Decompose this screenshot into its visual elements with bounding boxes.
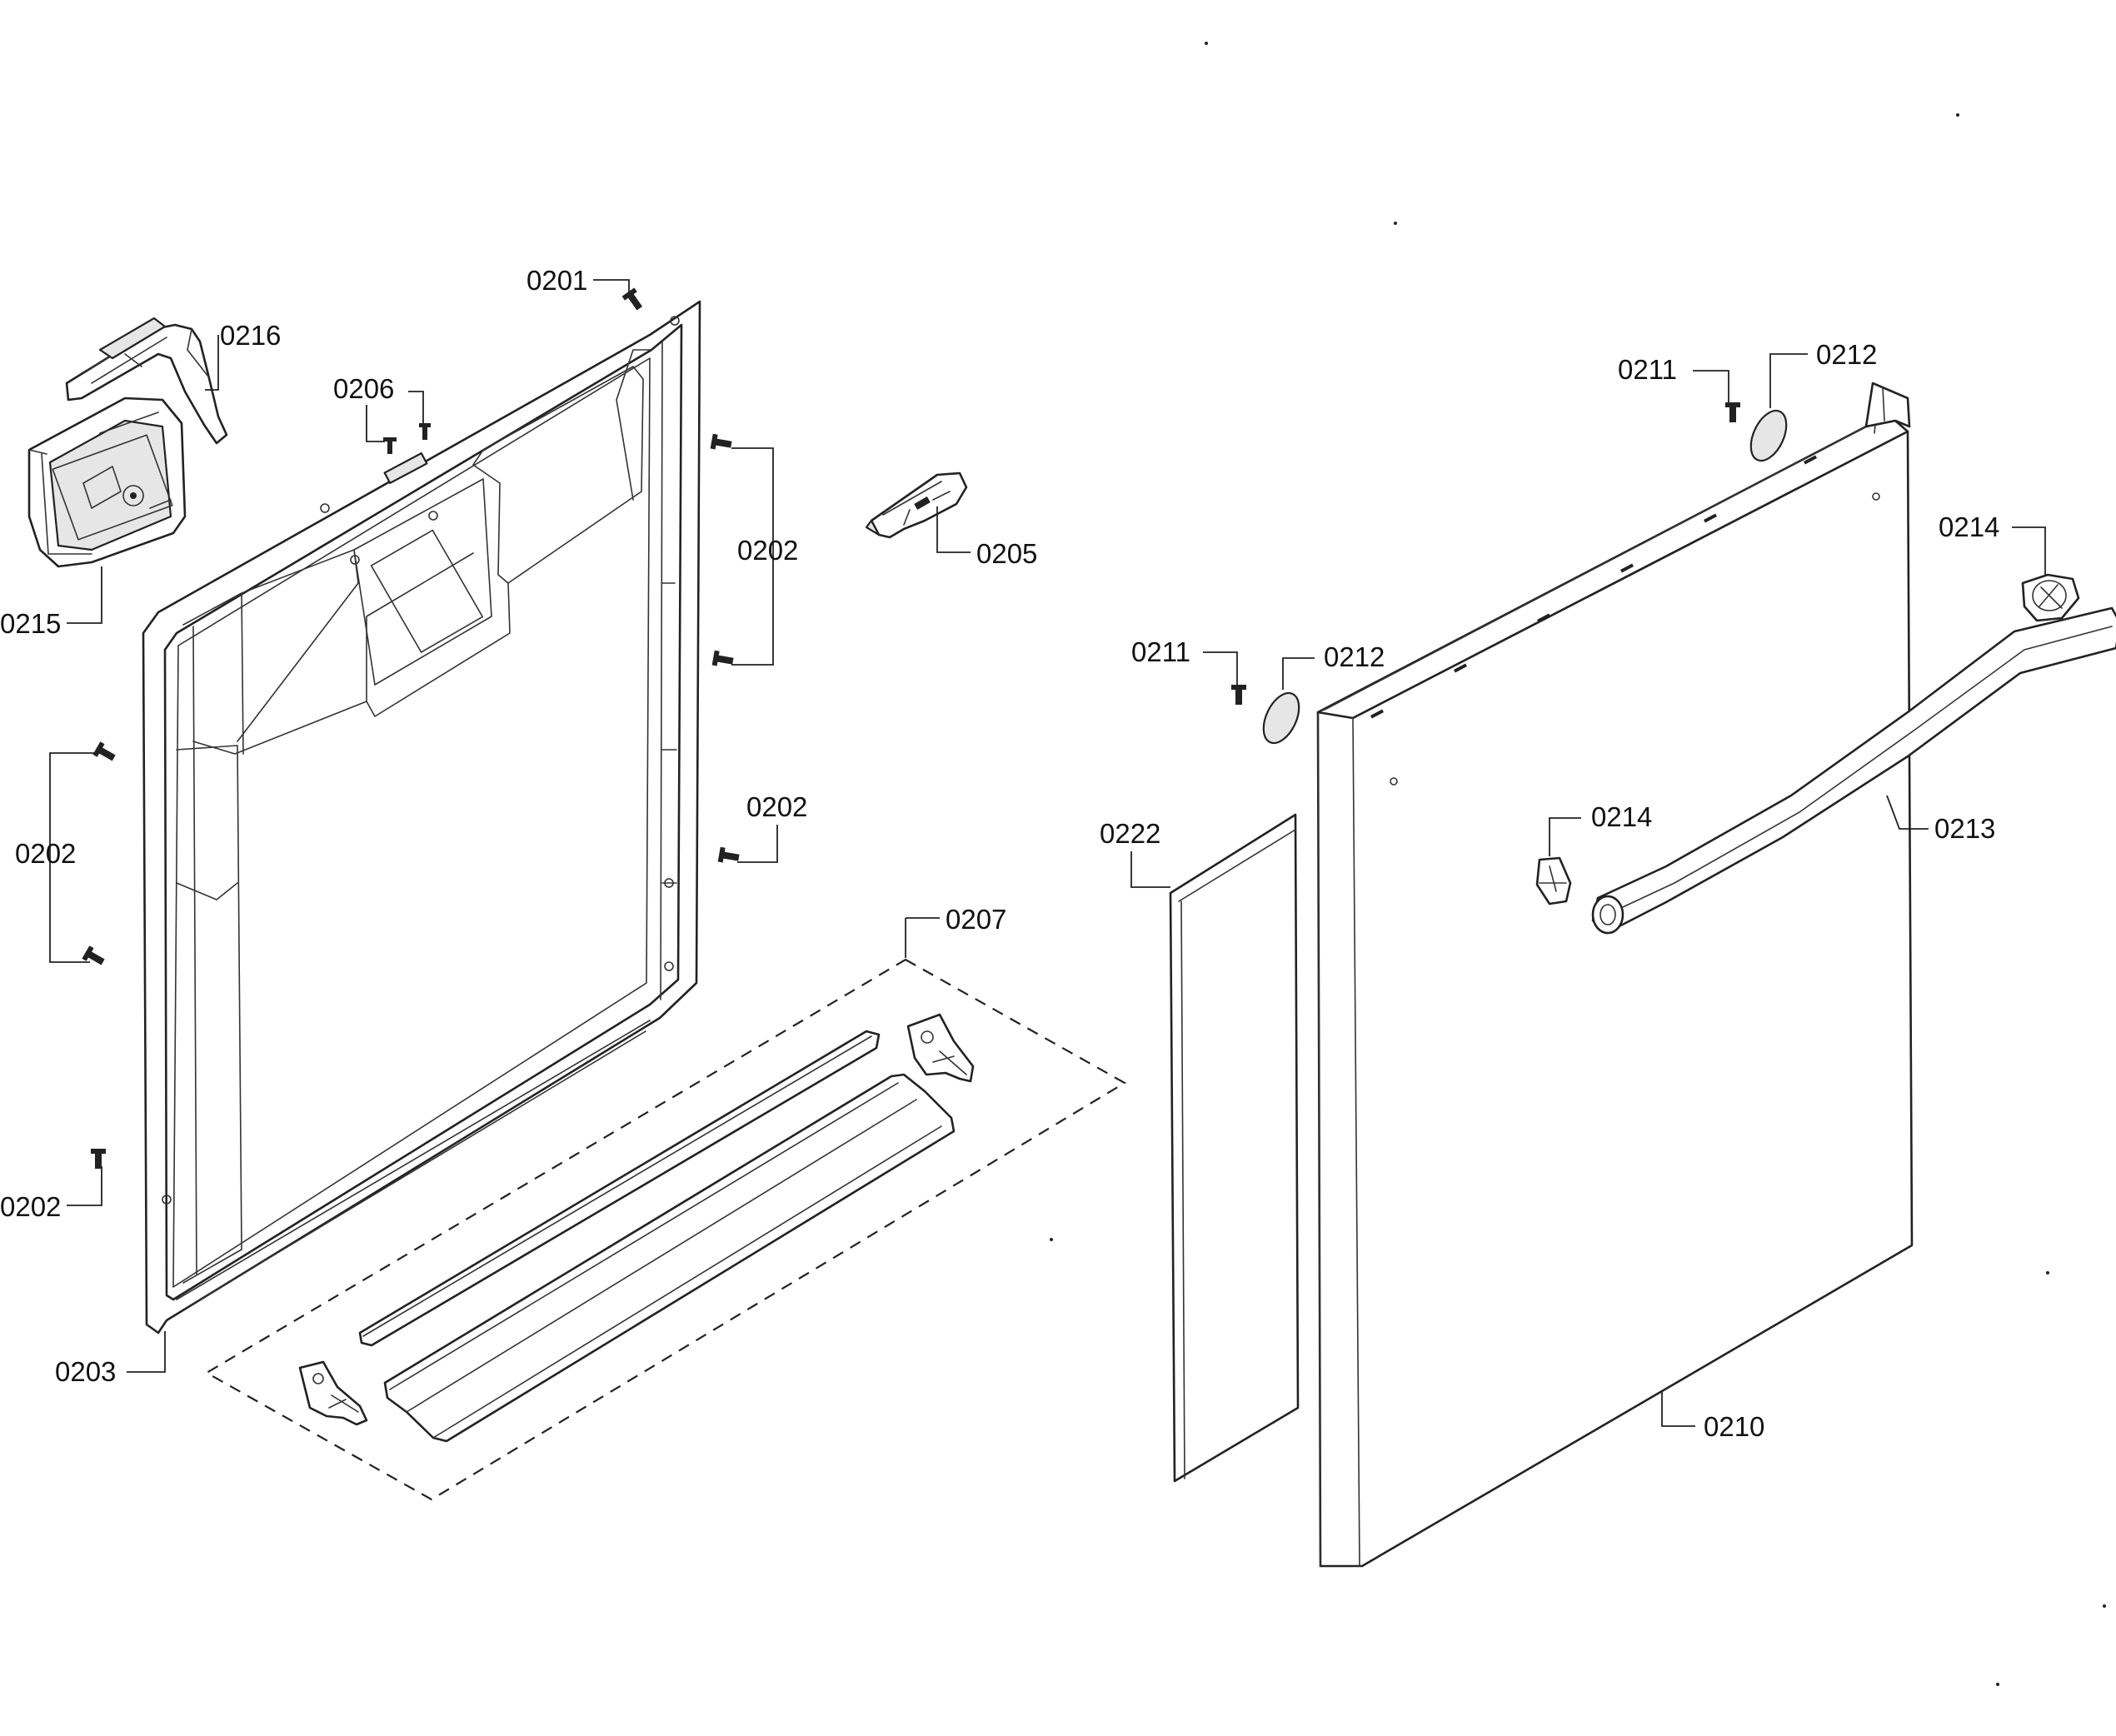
label-0215: 0215 — [0, 608, 61, 639]
part-labels: 0201 0216 0206 0202 0205 0215 0202 0202 … — [0, 265, 1999, 1442]
label-0202-a: 0202 — [737, 535, 798, 566]
label-0203: 0203 — [55, 1356, 116, 1387]
label-0207: 0207 — [946, 904, 1006, 935]
screw-0206-b — [419, 423, 431, 440]
label-0211-b: 0211 — [1131, 636, 1190, 667]
screw-0202-e — [82, 945, 105, 965]
screw-0202-b — [711, 650, 734, 666]
label-0201: 0201 — [527, 265, 587, 296]
screw-0211-a — [1725, 402, 1740, 422]
screw-0211-b — [1231, 685, 1246, 705]
label-0214-a: 0214 — [1939, 511, 1999, 542]
end-caps-0212 — [1262, 409, 1788, 745]
outer-door-panel-0210 — [1316, 382, 1914, 1568]
screw-0202-f — [91, 1149, 106, 1169]
label-0206: 0206 — [333, 373, 394, 404]
label-0213: 0213 — [1934, 813, 1995, 844]
latch-0205 — [865, 471, 968, 539]
label-0202-b: 0202 — [15, 838, 76, 869]
label-0202-d: 0202 — [0, 1191, 61, 1222]
screw-0201 — [621, 287, 643, 311]
screw-0202-a — [710, 433, 732, 450]
scan-speckles — [1050, 42, 2106, 1686]
label-0205: 0205 — [976, 538, 1037, 569]
label-0214-b: 0214 — [1591, 801, 1652, 832]
handle-brackets-0214 — [1535, 573, 2080, 905]
label-0216: 0216 — [220, 320, 281, 351]
insert-panel-0222 — [1169, 813, 1300, 1483]
screws — [82, 287, 1740, 1169]
toekick-assembly-0207 — [204, 958, 1127, 1501]
screw-0206-a — [383, 437, 397, 454]
label-0212-a: 0212 — [1816, 339, 1877, 370]
screw-0202-c — [717, 846, 740, 863]
leader-lines — [49, 279, 2046, 1427]
dispenser-0215 — [27, 397, 187, 568]
label-0212-b: 0212 — [1324, 641, 1385, 672]
label-0202-c: 0202 — [746, 791, 807, 822]
label-0211-a: 0211 — [1618, 354, 1677, 385]
label-0210: 0210 — [1704, 1411, 1764, 1442]
bracket-0216 — [65, 317, 228, 445]
label-0222: 0222 — [1100, 818, 1160, 849]
inner-door-frame — [142, 300, 701, 1334]
handle-0213 — [1591, 606, 2116, 935]
